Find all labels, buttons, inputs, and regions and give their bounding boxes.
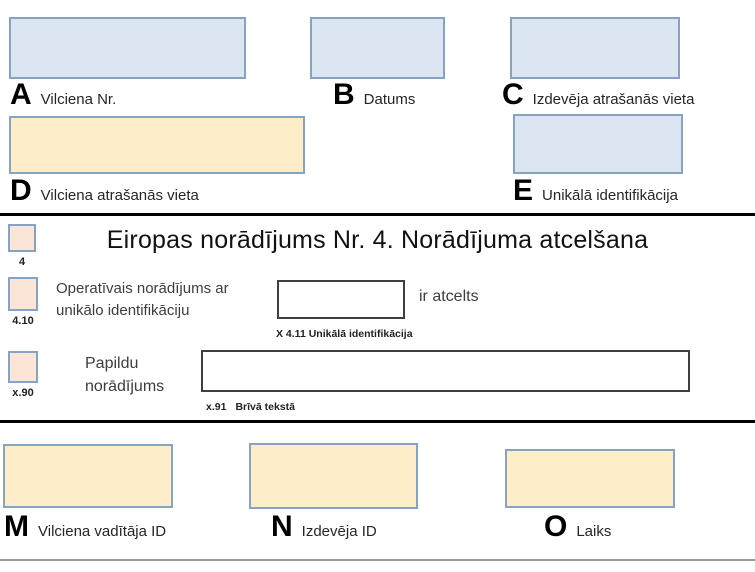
caption-text: Brīvā tekstā xyxy=(235,401,295,413)
field-label-text: Unikālā identifikācija xyxy=(542,187,678,204)
time-field[interactable] xyxy=(505,449,675,508)
field-label-text: Vilciena vadītāja ID xyxy=(38,523,167,540)
field-label-text: Laiks xyxy=(576,523,612,540)
field-label-text: Izdevēja atrašanās vieta xyxy=(532,91,695,108)
code-label-4: 4 xyxy=(18,256,26,268)
free-text-input[interactable] xyxy=(201,350,690,392)
field-letter: O xyxy=(544,510,568,543)
driver-id-label: M Vilciena vadītāja ID xyxy=(4,512,166,542)
is-cancelled-text: ir atcelts xyxy=(419,288,479,305)
field-letter: C xyxy=(502,78,524,111)
checkbox-section-4[interactable] xyxy=(8,224,36,252)
cancel-instruction-description: Operatīvais norādījums ar unikālo identi… xyxy=(56,278,229,322)
unique-id-field[interactable] xyxy=(513,114,683,174)
field-letter: E xyxy=(513,174,534,207)
separator-line xyxy=(0,559,755,561)
issuer-location-field[interactable] xyxy=(510,17,680,79)
field-label-text: Izdevēja ID xyxy=(301,523,377,540)
separator-line xyxy=(0,420,755,423)
field-label-text: Vilciena Nr. xyxy=(40,91,117,108)
caption-code: x.91 xyxy=(206,401,227,413)
field-letter: M xyxy=(4,510,29,543)
issuer-location-label: C Izdevēja atrašanās vieta xyxy=(502,80,694,110)
unique-id-label: E Unikālā identifikācija xyxy=(513,176,678,206)
section-title: Eiropas norādījums Nr. 4. Norādījuma atc… xyxy=(106,226,649,254)
code-label-4-10: 4.10 xyxy=(12,315,34,327)
code-label-x-90: x.90 xyxy=(12,387,34,399)
issuer-id-field[interactable] xyxy=(249,443,418,509)
issuer-id-label: N Izdevēja ID xyxy=(271,512,377,542)
date-label: B Datums xyxy=(333,80,415,110)
time-label: O Laiks xyxy=(544,512,611,542)
description-line2: norādījums xyxy=(85,378,165,395)
field-letter: D xyxy=(10,174,32,207)
field-label-text: Vilciena atrašanās vieta xyxy=(40,187,199,204)
checkbox-x-90[interactable] xyxy=(8,351,38,383)
field-label-text: Datums xyxy=(363,91,416,108)
driver-id-field[interactable] xyxy=(3,444,173,508)
description-line1: Papildu xyxy=(85,355,139,372)
checkbox-4-10[interactable] xyxy=(8,277,38,311)
field-letter: N xyxy=(271,510,293,543)
train-number-label: A Vilciena Nr. xyxy=(10,80,116,110)
description-line2: unikālo identifikāciju xyxy=(56,302,190,319)
date-field[interactable] xyxy=(310,17,445,79)
separator-line xyxy=(0,213,755,216)
caption-4-11: X 4.11 Unikālā identifikācija xyxy=(276,328,413,340)
field-letter: B xyxy=(333,78,355,111)
train-location-field[interactable] xyxy=(9,116,305,174)
additional-instruction-description: Papildu norādījums xyxy=(85,352,164,398)
description-line1: Operatīvais norādījums ar xyxy=(56,280,229,297)
cancelled-instruction-id-input[interactable] xyxy=(277,280,405,319)
train-number-field[interactable] xyxy=(9,17,246,79)
caption-x-91: x.91 Brīvā tekstā xyxy=(206,401,295,413)
field-letter: A xyxy=(10,78,32,111)
train-location-label: D Vilciena atrašanās vieta xyxy=(10,176,199,206)
